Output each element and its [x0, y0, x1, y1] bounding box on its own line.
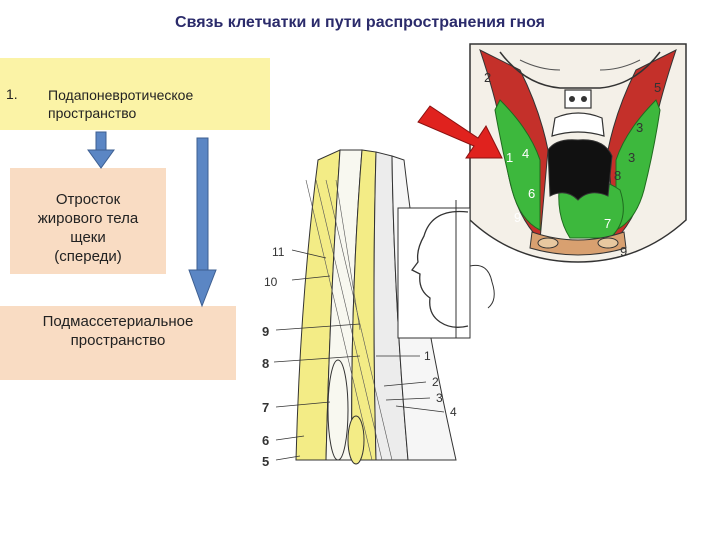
cross-label-7: 7	[604, 216, 611, 231]
cross-label-9-left: 9	[514, 210, 521, 225]
cross-label-1: 1	[506, 150, 513, 165]
submasseteric-label-line-2: пространство	[70, 332, 166, 349]
subaponeurotic-space-label: Подапоневротическое пространство	[48, 86, 263, 122]
sagittal-section-illustration	[295, 149, 457, 465]
buccal-label-line-2: жирового тела	[37, 210, 139, 227]
submasseteric-space-label: Подмассетериальное пространство	[0, 312, 236, 350]
flow-arrow-short	[87, 131, 115, 169]
cross-label-5: 5	[654, 80, 661, 95]
cross-label-8: 8	[614, 168, 621, 183]
label-leader-lines	[273, 249, 445, 461]
sagittal-label-3: 3	[436, 391, 443, 405]
buccal-label-line-3: щеки	[70, 229, 106, 246]
subaponeurotic-space-box	[0, 58, 270, 130]
sagittal-label-5: 5	[262, 454, 269, 469]
submasseteric-label-line-1: Подмассетериальное	[42, 313, 194, 330]
sagittal-label-1: 1	[424, 349, 431, 363]
cross-label-9-right: 9	[620, 244, 627, 259]
sagittal-label-9: 9	[262, 324, 269, 339]
sagittal-label-2: 2	[432, 375, 439, 389]
head-profile-inset	[397, 200, 495, 339]
slide-title: Связь клетчатки и пути распространения г…	[175, 14, 545, 31]
cross-label-6-right: 3	[636, 120, 643, 135]
flow-arrow-long	[188, 137, 217, 308]
cross-section-illustration	[469, 43, 687, 263]
pus-spread-pointer-arrow	[417, 105, 503, 159]
sagittal-label-11: 11	[272, 245, 285, 259]
buccal-fat-process-label: Отросток жирового тела щеки (спереди)	[10, 190, 166, 266]
buccal-fat-process-box	[10, 168, 166, 274]
sagittal-label-10: 10	[264, 275, 278, 289]
cross-label-2: 2	[484, 70, 491, 85]
sagittal-label-4: 4	[450, 405, 457, 419]
buccal-label-line-4: (спереди)	[54, 248, 122, 265]
cross-label-6: 6	[528, 186, 535, 201]
cross-label-3: 3	[628, 150, 635, 165]
cross-label-4: 4	[522, 146, 529, 161]
subaponeurotic-label-line-1: Подапоневротическое	[48, 87, 194, 103]
list-number: 1.	[6, 86, 18, 102]
sagittal-label-6: 6	[262, 433, 269, 448]
submasseteric-space-box	[0, 306, 236, 380]
subaponeurotic-label-line-2: пространство	[48, 105, 137, 121]
sagittal-label-8: 8	[262, 356, 269, 371]
sagittal-label-7: 7	[262, 400, 269, 415]
buccal-label-line-1: Отросток	[55, 191, 121, 208]
